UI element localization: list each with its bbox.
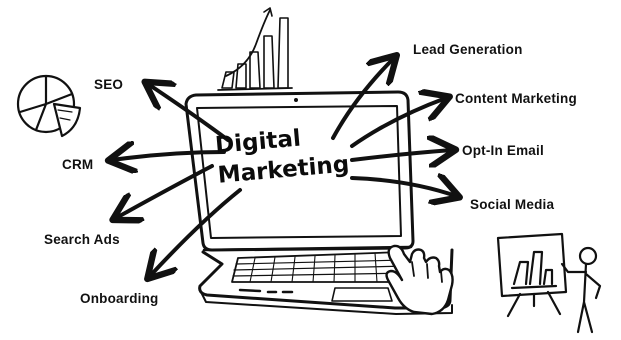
arrow-seo xyxy=(148,84,230,142)
arrow-crm xyxy=(112,152,226,160)
presenter-board-icon xyxy=(496,232,602,334)
label-lead-generation: Lead Generation xyxy=(413,42,523,57)
arrow-social-media xyxy=(350,178,456,196)
label-opt-in-email: Opt-In Email xyxy=(462,143,544,158)
arrow-content-marketing xyxy=(350,98,446,148)
label-seo: SEO xyxy=(94,77,124,92)
arrow-lead-generation xyxy=(331,58,394,140)
label-search-ads: Search Ads xyxy=(44,232,120,247)
arrow-onboarding xyxy=(150,188,242,276)
pie-chart-icon xyxy=(16,74,82,138)
label-social-media: Social Media xyxy=(470,197,555,212)
pointing-hand-icon xyxy=(385,244,454,316)
arrow-opt-in-email xyxy=(350,150,452,160)
arrows xyxy=(112,58,456,276)
label-content-marketing: Content Marketing xyxy=(455,91,577,106)
laptop-icon xyxy=(184,90,454,315)
arrow-search-ads xyxy=(116,164,214,218)
growth-bar-chart-icon xyxy=(217,7,293,91)
label-crm: CRM xyxy=(62,157,94,172)
label-onboarding: Onboarding xyxy=(80,291,159,306)
